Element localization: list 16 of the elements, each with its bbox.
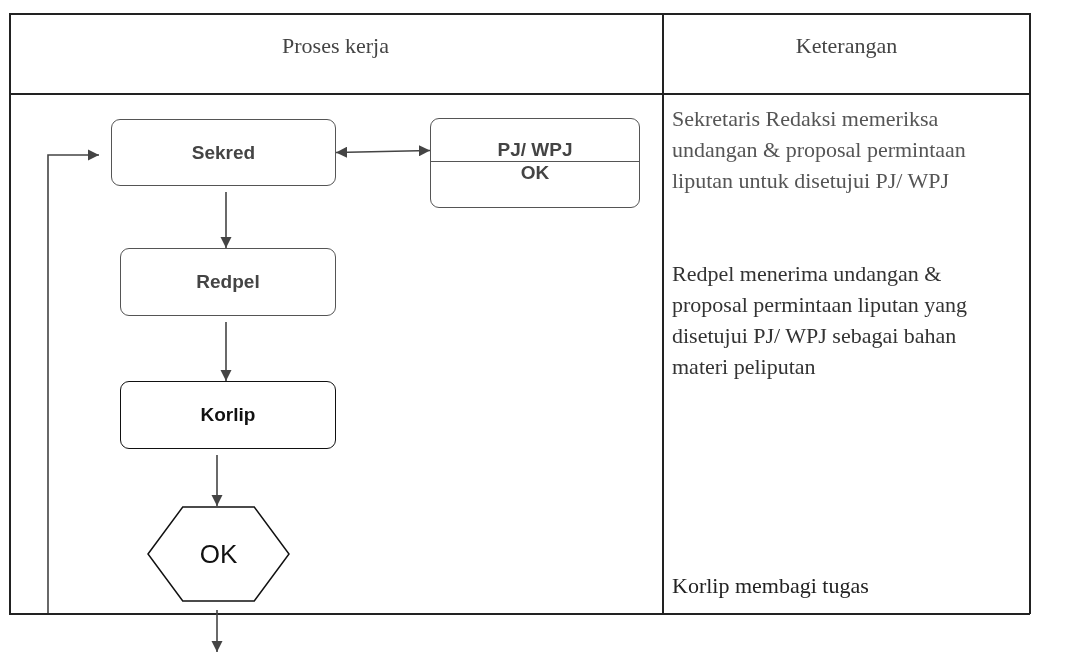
arrow	[47, 149, 100, 614]
arrow	[211, 454, 223, 507]
approval-box: PJ/ WPJ OK	[430, 118, 640, 208]
column-header: Proses kerja	[281, 32, 390, 60]
column-header: Keterangan	[794, 32, 899, 60]
arrow	[335, 145, 431, 158]
process-box: Redpel	[120, 248, 336, 316]
arrow	[211, 609, 223, 652]
arrow	[220, 191, 232, 249]
description-text: Sekretaris Redaksi memeriksa undangan & proposal permintaan liputan untuk disetujui PJ/ WPJ	[672, 105, 967, 195]
decision-hexagon: OK	[147, 506, 290, 602]
process-box: Sekred	[111, 119, 336, 186]
description-text: Redpel menerima undangan & proposal permintaan liputan yang disetujui PJ/ WPJ sebagai bahan materi peliputan	[672, 260, 969, 381]
arrow	[220, 321, 232, 382]
description-text: Korlip membagi tugas	[672, 572, 870, 600]
process-box: Korlip	[120, 381, 336, 449]
